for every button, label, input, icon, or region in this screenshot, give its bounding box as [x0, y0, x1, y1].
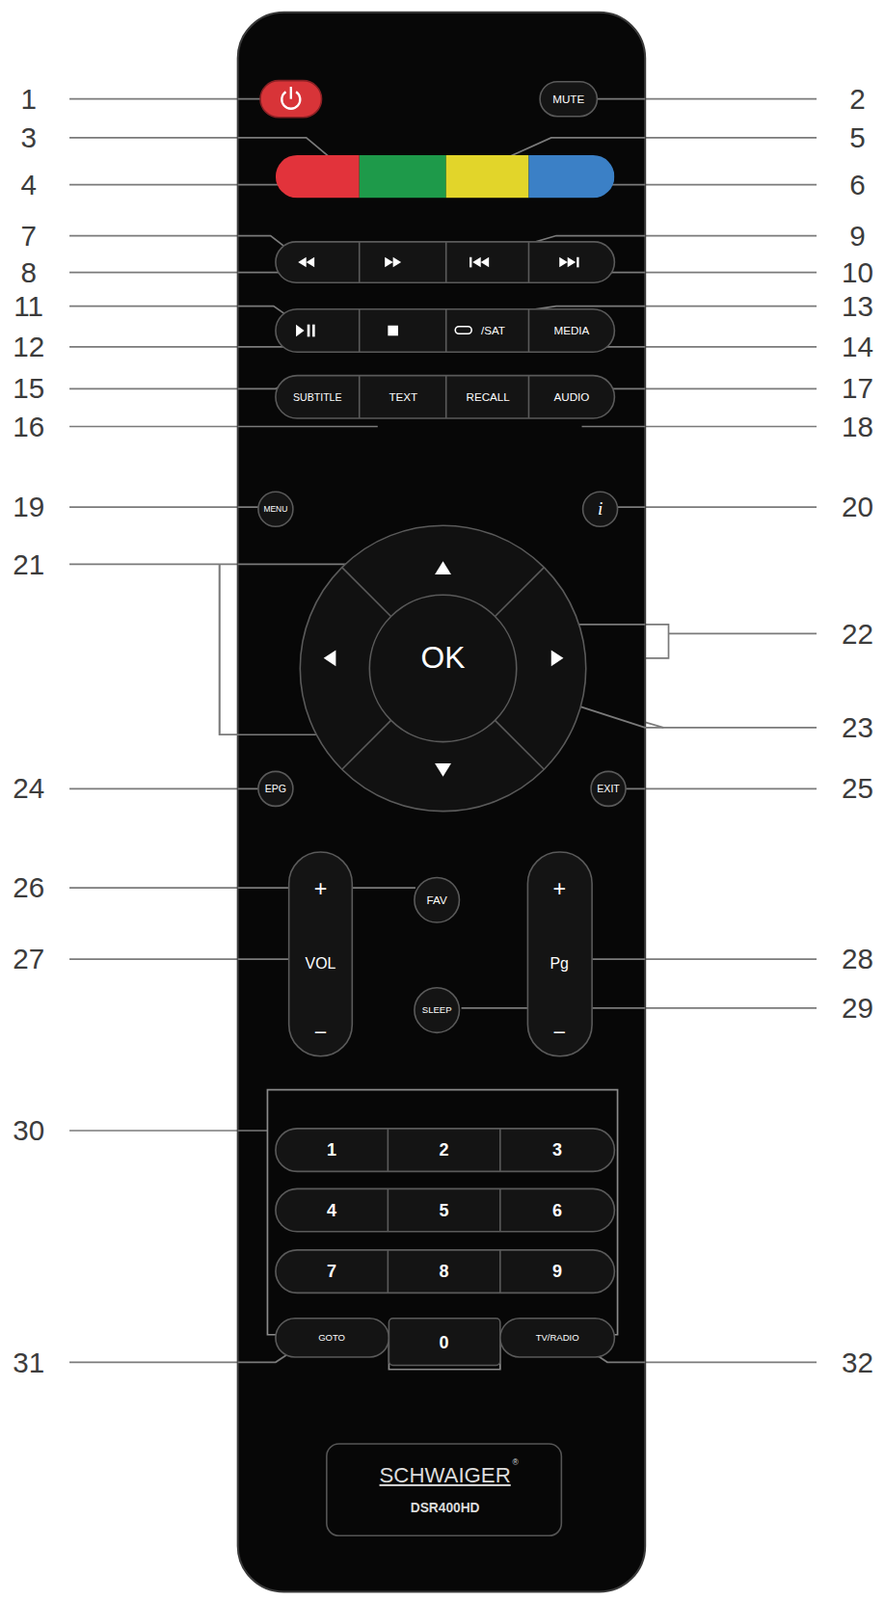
- callout-number: 10: [841, 258, 874, 288]
- brand-logo: DSR400HD: [410, 1501, 481, 1516]
- button-label: +: [314, 879, 328, 902]
- button-label: 7: [326, 1262, 337, 1281]
- button-label: EXIT: [596, 783, 620, 795]
- button-label: −: [552, 1021, 566, 1045]
- callout-number: 25: [841, 775, 874, 805]
- callout-number: 1: [20, 84, 36, 114]
- button-label: RECALL: [465, 391, 510, 403]
- brand-logo: SCHWAIGER: [379, 1465, 511, 1487]
- callout-number: 15: [12, 375, 45, 404]
- button-label: OK: [421, 643, 466, 674]
- button-label: VOL: [305, 956, 337, 972]
- button-label: MENU: [263, 505, 288, 513]
- button-label: EPG: [265, 783, 287, 795]
- key-rows: [275, 241, 615, 419]
- callout-number: 20: [841, 492, 874, 522]
- callout-number: 28: [841, 944, 874, 974]
- mute-button: [539, 81, 597, 117]
- button-label: FAV: [427, 894, 448, 907]
- button-label: 2: [439, 1141, 450, 1159]
- callout-number: 27: [12, 944, 45, 974]
- button-label: 9: [552, 1262, 563, 1281]
- button-label: /SAT: [481, 324, 506, 337]
- button-label: 3: [552, 1141, 563, 1159]
- remote-leaders-front: [219, 99, 665, 1364]
- direction-pad: [299, 525, 586, 811]
- callout-number: 8: [20, 258, 36, 288]
- callout-number: 29: [841, 993, 874, 1023]
- callout-number: 6: [849, 170, 865, 200]
- callout-number: 2: [849, 84, 865, 114]
- button-label: 1: [326, 1141, 337, 1159]
- callout-number: 16: [12, 412, 45, 442]
- callout-number: 9: [849, 221, 865, 251]
- callout-number: 13: [841, 292, 874, 322]
- button-label: TV/RADIO: [536, 1333, 580, 1343]
- button-label: 4: [326, 1202, 337, 1220]
- power-button: [260, 80, 322, 118]
- callout-number: 5: [849, 123, 865, 153]
- callout-number: 22: [841, 619, 874, 649]
- callout-number: 23: [841, 713, 874, 743]
- numpad-bracket: [267, 1090, 617, 1370]
- callout-number: 7: [20, 221, 36, 251]
- callout-number: 32: [841, 1348, 874, 1378]
- button-label: SLEEP: [422, 1005, 453, 1016]
- callout-number: 11: [13, 292, 44, 322]
- button-label: Pg: [550, 956, 569, 972]
- button-label: AUDIO: [554, 391, 590, 403]
- callout-number: 19: [12, 492, 45, 522]
- callout-number: 18: [841, 412, 874, 442]
- number-keys: [275, 1128, 615, 1367]
- callout-number: 21: [12, 550, 45, 580]
- button-icons: [281, 86, 579, 778]
- page-rocker: [527, 852, 592, 1057]
- callout-number: 17: [841, 375, 874, 404]
- button-label: −: [314, 1021, 328, 1045]
- button-label: 5: [439, 1202, 450, 1220]
- callout-number: 24: [12, 775, 45, 805]
- buttons: [258, 80, 626, 1537]
- color-keys: [275, 155, 615, 198]
- button-label: 6: [552, 1202, 563, 1220]
- button-label: TEXT: [388, 391, 418, 403]
- button-label: i: [597, 500, 603, 519]
- callout-number: 31: [12, 1348, 45, 1378]
- volume-rocker: [289, 852, 353, 1057]
- button-label: +: [552, 879, 566, 902]
- button-label: MEDIA: [554, 324, 590, 337]
- callout-number: 30: [12, 1116, 45, 1146]
- button-label: 0: [439, 1334, 450, 1352]
- logo-plate: [326, 1444, 562, 1536]
- brand-logo: ®: [512, 1458, 519, 1467]
- button-label: SUBTITLE: [293, 392, 343, 403]
- remote-body: [238, 12, 645, 1593]
- button-label: MUTE: [552, 93, 585, 106]
- callout-number: 14: [841, 332, 874, 362]
- callout-number: 12: [12, 332, 45, 362]
- button-label: 8: [439, 1262, 450, 1281]
- button-label: GOTO: [318, 1333, 346, 1343]
- callout-number: 4: [20, 170, 36, 200]
- callout-number: 3: [20, 123, 36, 153]
- callout-number: 26: [12, 873, 45, 903]
